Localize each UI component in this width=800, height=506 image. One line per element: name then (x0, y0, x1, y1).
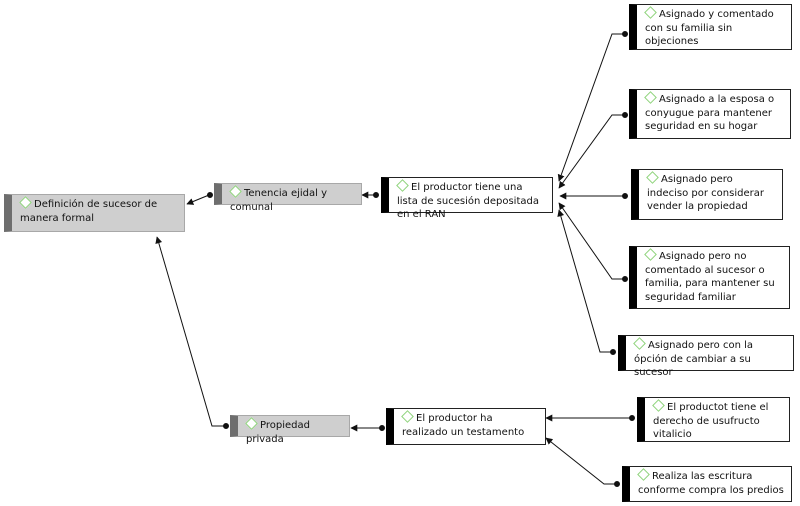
diamond-icon (637, 468, 650, 481)
diamond-icon (245, 417, 258, 430)
node-asig-indeciso[interactable]: Asignado pero indeciso por considerar ve… (631, 169, 783, 220)
connector-nocomentado-ran (558, 202, 624, 280)
diamond-icon (644, 91, 657, 104)
diamond-icon (644, 248, 657, 261)
node-testamento[interactable]: El productor ha realizado un testamento (386, 408, 546, 445)
diamond-icon (19, 196, 32, 209)
connector-dot (622, 193, 628, 199)
diamond-icon (633, 337, 646, 350)
connector-escritura-testamento (545, 437, 616, 485)
node-asig-esposa[interactable]: Asignado a la esposa o conyugue para man… (629, 89, 791, 139)
node-escritura[interactable]: Realiza las escritura conforme compra lo… (622, 466, 792, 502)
node-label: Asignado pero no comentado al sucesor o … (645, 251, 775, 303)
diamond-icon (652, 399, 665, 412)
connector-dot (379, 425, 385, 431)
node-label: El productor ha realizado un testamento (402, 413, 525, 438)
diamond-icon (401, 410, 414, 423)
diamond-icon (396, 179, 409, 192)
connector-dot (207, 192, 213, 198)
node-tenencia[interactable]: Tenencia ejidal y comunal (214, 183, 362, 213)
connector-dot (629, 415, 635, 421)
node-asig-no-comentado[interactable]: Asignado pero no comentado al sucesor o … (629, 246, 790, 309)
connector-dot (223, 423, 229, 429)
diamond-icon (646, 171, 659, 184)
connector-opcion-ran (557, 209, 612, 353)
node-label: Propiedad privada (246, 420, 310, 445)
connector-dot (373, 192, 379, 198)
node-label: Realiza las escritura conforme compra lo… (638, 471, 784, 496)
node-label: Tenencia ejidal y comunal (230, 188, 328, 213)
node-root[interactable]: Definición de sucesor de manera formal (4, 194, 185, 232)
node-asig-familia[interactable]: Asignado y comentado con su familia sin … (629, 4, 792, 50)
node-label: Asignado a la esposa o conyugue para man… (645, 94, 775, 132)
node-label: Definición de sucesor de manera formal (20, 199, 158, 224)
node-lista-ran[interactable]: El productor tiene una lista de sucesión… (381, 177, 553, 220)
node-label: Asignado pero indeciso por considerar ve… (647, 174, 764, 212)
connector-dot (622, 112, 628, 118)
diamond-icon (229, 185, 242, 198)
node-label: Asignado pero con la ópción de cambiar a… (634, 340, 754, 378)
connector-familia-ran (557, 33, 624, 182)
diamond-icon (644, 6, 657, 19)
node-usufructo[interactable]: El productot tiene el derecho de usufruc… (637, 397, 790, 442)
connector-propiedad-root (155, 236, 225, 427)
node-label: El productor tiene una lista de sucesión… (397, 182, 539, 220)
connector-dot (622, 276, 628, 282)
connector-dot (622, 31, 628, 37)
node-label: El productot tiene el derecho de usufruc… (653, 402, 769, 440)
node-asig-opcion[interactable]: Asignado pero con la ópción de cambiar a… (618, 335, 794, 378)
connector-dot (610, 349, 616, 355)
connector-dot (614, 481, 620, 487)
connector-esposa-ran (558, 114, 624, 189)
node-propiedad[interactable]: Propiedad privada (230, 415, 350, 445)
node-label: Asignado y comentado con su familia sin … (645, 9, 774, 47)
connector-tenencia-root (186, 194, 210, 205)
